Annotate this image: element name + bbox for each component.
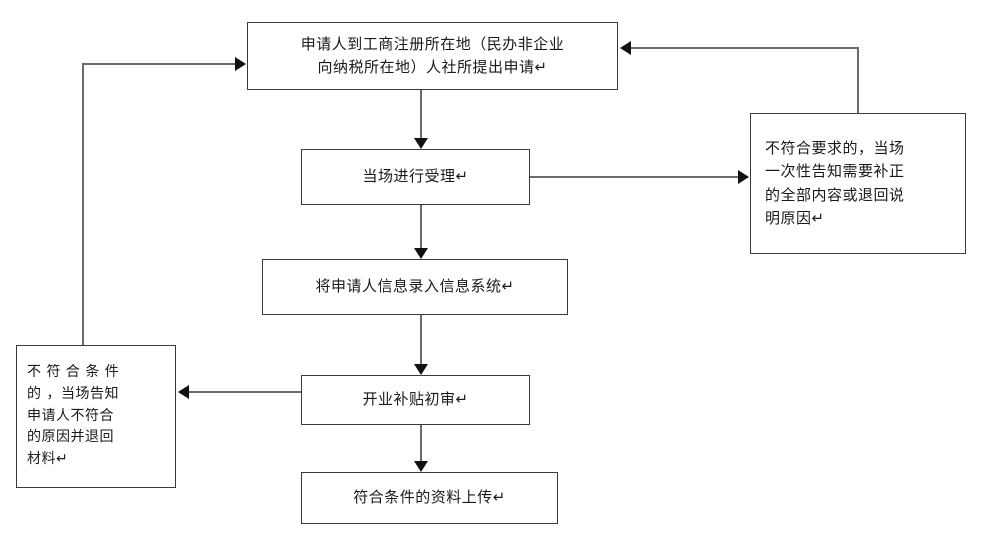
node-upload[interactable]: 符合条件的资料上传↵: [301, 472, 558, 524]
edge-accept-to-entry-line: [420, 205, 422, 249]
edge-nonconform-to-apply-hline: [630, 47, 858, 49]
edge-review-to-upload-arrow: [414, 461, 428, 472]
node-nonconform-label: 不符合要求的，当场 一次性告知需要补正 的全部内容或退回说 明原因↵: [765, 139, 905, 227]
edge-review-to-reject-line: [188, 391, 301, 393]
edge-nonconform-to-apply-vline: [857, 47, 859, 113]
edge-accept-to-entry-arrow: [414, 248, 428, 259]
node-reject[interactable]: 不 符 合 条 件 的 ，当场告知 申请人不符合 的原因并退回 材料↵: [16, 345, 176, 488]
node-entry-label: 将申请人信息录入信息系统↵: [315, 277, 515, 296]
node-apply-label: 申请人到工商注册所在地（民办非企业 向纳税所在地）人社所提出申请↵: [300, 34, 565, 76]
edge-apply-to-accept-arrow: [414, 138, 428, 149]
edge-entry-to-review-line: [420, 315, 422, 365]
node-nonconform[interactable]: 不符合要求的，当场 一次性告知需要补正 的全部内容或退回说 明原因↵: [750, 113, 966, 254]
edge-review-to-reject-arrow: [178, 385, 189, 399]
node-upload-label: 符合条件的资料上传↵: [353, 488, 506, 507]
node-accept[interactable]: 当场进行受理↵: [301, 149, 530, 205]
node-apply[interactable]: 申请人到工商注册所在地（民办非企业 向纳税所在地）人社所提出申请↵: [247, 22, 618, 90]
edge-accept-to-nonconform-line: [530, 176, 740, 178]
edge-reject-to-apply-vline: [82, 63, 84, 345]
edge-reject-to-apply-arrow: [235, 57, 246, 71]
node-accept-label: 当场进行受理↵: [362, 167, 469, 186]
node-entry[interactable]: 将申请人信息录入信息系统↵: [262, 259, 568, 315]
edge-review-to-upload-line: [420, 425, 422, 462]
edge-apply-to-accept-line: [420, 90, 422, 139]
node-review[interactable]: 开业补贴初审↵: [301, 375, 530, 425]
edge-entry-to-review-arrow: [414, 364, 428, 375]
edge-nonconform-to-apply-arrow: [620, 41, 631, 55]
node-reject-label: 不 符 合 条 件 的 ，当场告知 申请人不符合 的原因并退回 材料↵: [27, 364, 120, 468]
edge-reject-to-apply-hline: [82, 63, 235, 65]
edge-accept-to-nonconform-arrow: [738, 170, 749, 184]
node-review-label: 开业补贴初审↵: [362, 390, 469, 409]
